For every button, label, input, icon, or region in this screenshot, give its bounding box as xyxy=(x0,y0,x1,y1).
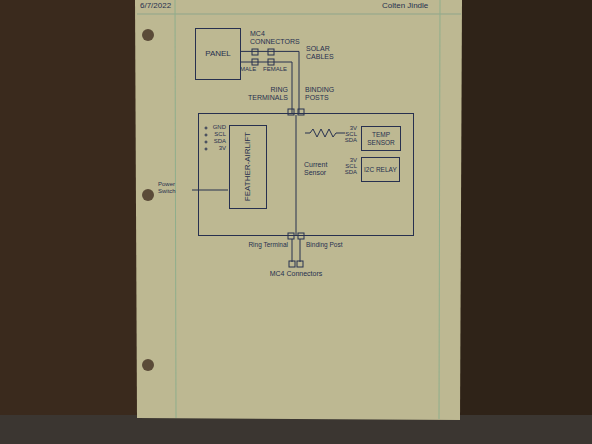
cable-line xyxy=(241,51,299,113)
pin-name: SCL xyxy=(336,163,357,170)
enclosure-box: Current Sensor FEATHER-AIRLIFT TEMP SENSOR… xyxy=(198,113,414,236)
node-text: I2C RELAY xyxy=(364,166,397,173)
part-label: Power Switch xyxy=(158,181,190,195)
part-label: MALE xyxy=(240,66,256,73)
pin-name: 3V xyxy=(336,157,357,164)
pin-name: SDA xyxy=(336,169,357,176)
part-label: RING TERMINALS xyxy=(244,86,288,102)
part-label: SOLAR CABLES xyxy=(306,45,342,61)
pin-name: SDA xyxy=(336,137,357,144)
pin-name: 3V xyxy=(336,125,357,132)
panel-box: PANEL xyxy=(195,28,241,80)
node-text: FEATHER-AIRLIFT xyxy=(243,132,252,201)
date: 6/7/2022 xyxy=(140,1,171,10)
microcontroller-board: FEATHER-AIRLIFT xyxy=(229,125,267,209)
pin-name: SCL xyxy=(336,131,357,138)
author-name: Colten Jindle xyxy=(382,1,428,10)
pin-name: SCL xyxy=(200,131,226,138)
pin-name: SDA xyxy=(200,138,226,145)
part-label: FEMALE xyxy=(263,66,287,73)
sensor-board: TEMP SENSOR xyxy=(361,126,401,151)
node-text: Current Sensor xyxy=(303,160,345,178)
part-label: BINDING POSTS xyxy=(305,86,349,102)
pin-name: GND xyxy=(200,124,226,131)
part-label: MC4 CONNECTORS xyxy=(250,30,294,46)
node-text: TEMP SENSOR xyxy=(364,131,398,146)
node-text: PANEL xyxy=(205,49,231,58)
part-label: Ring Terminal xyxy=(248,241,288,248)
relay-board: I2C RELAY xyxy=(361,157,400,182)
pin-name: 3V xyxy=(200,145,226,152)
part-label: Binding Post xyxy=(306,241,344,248)
part-label: MC4 Connectors xyxy=(262,270,330,278)
